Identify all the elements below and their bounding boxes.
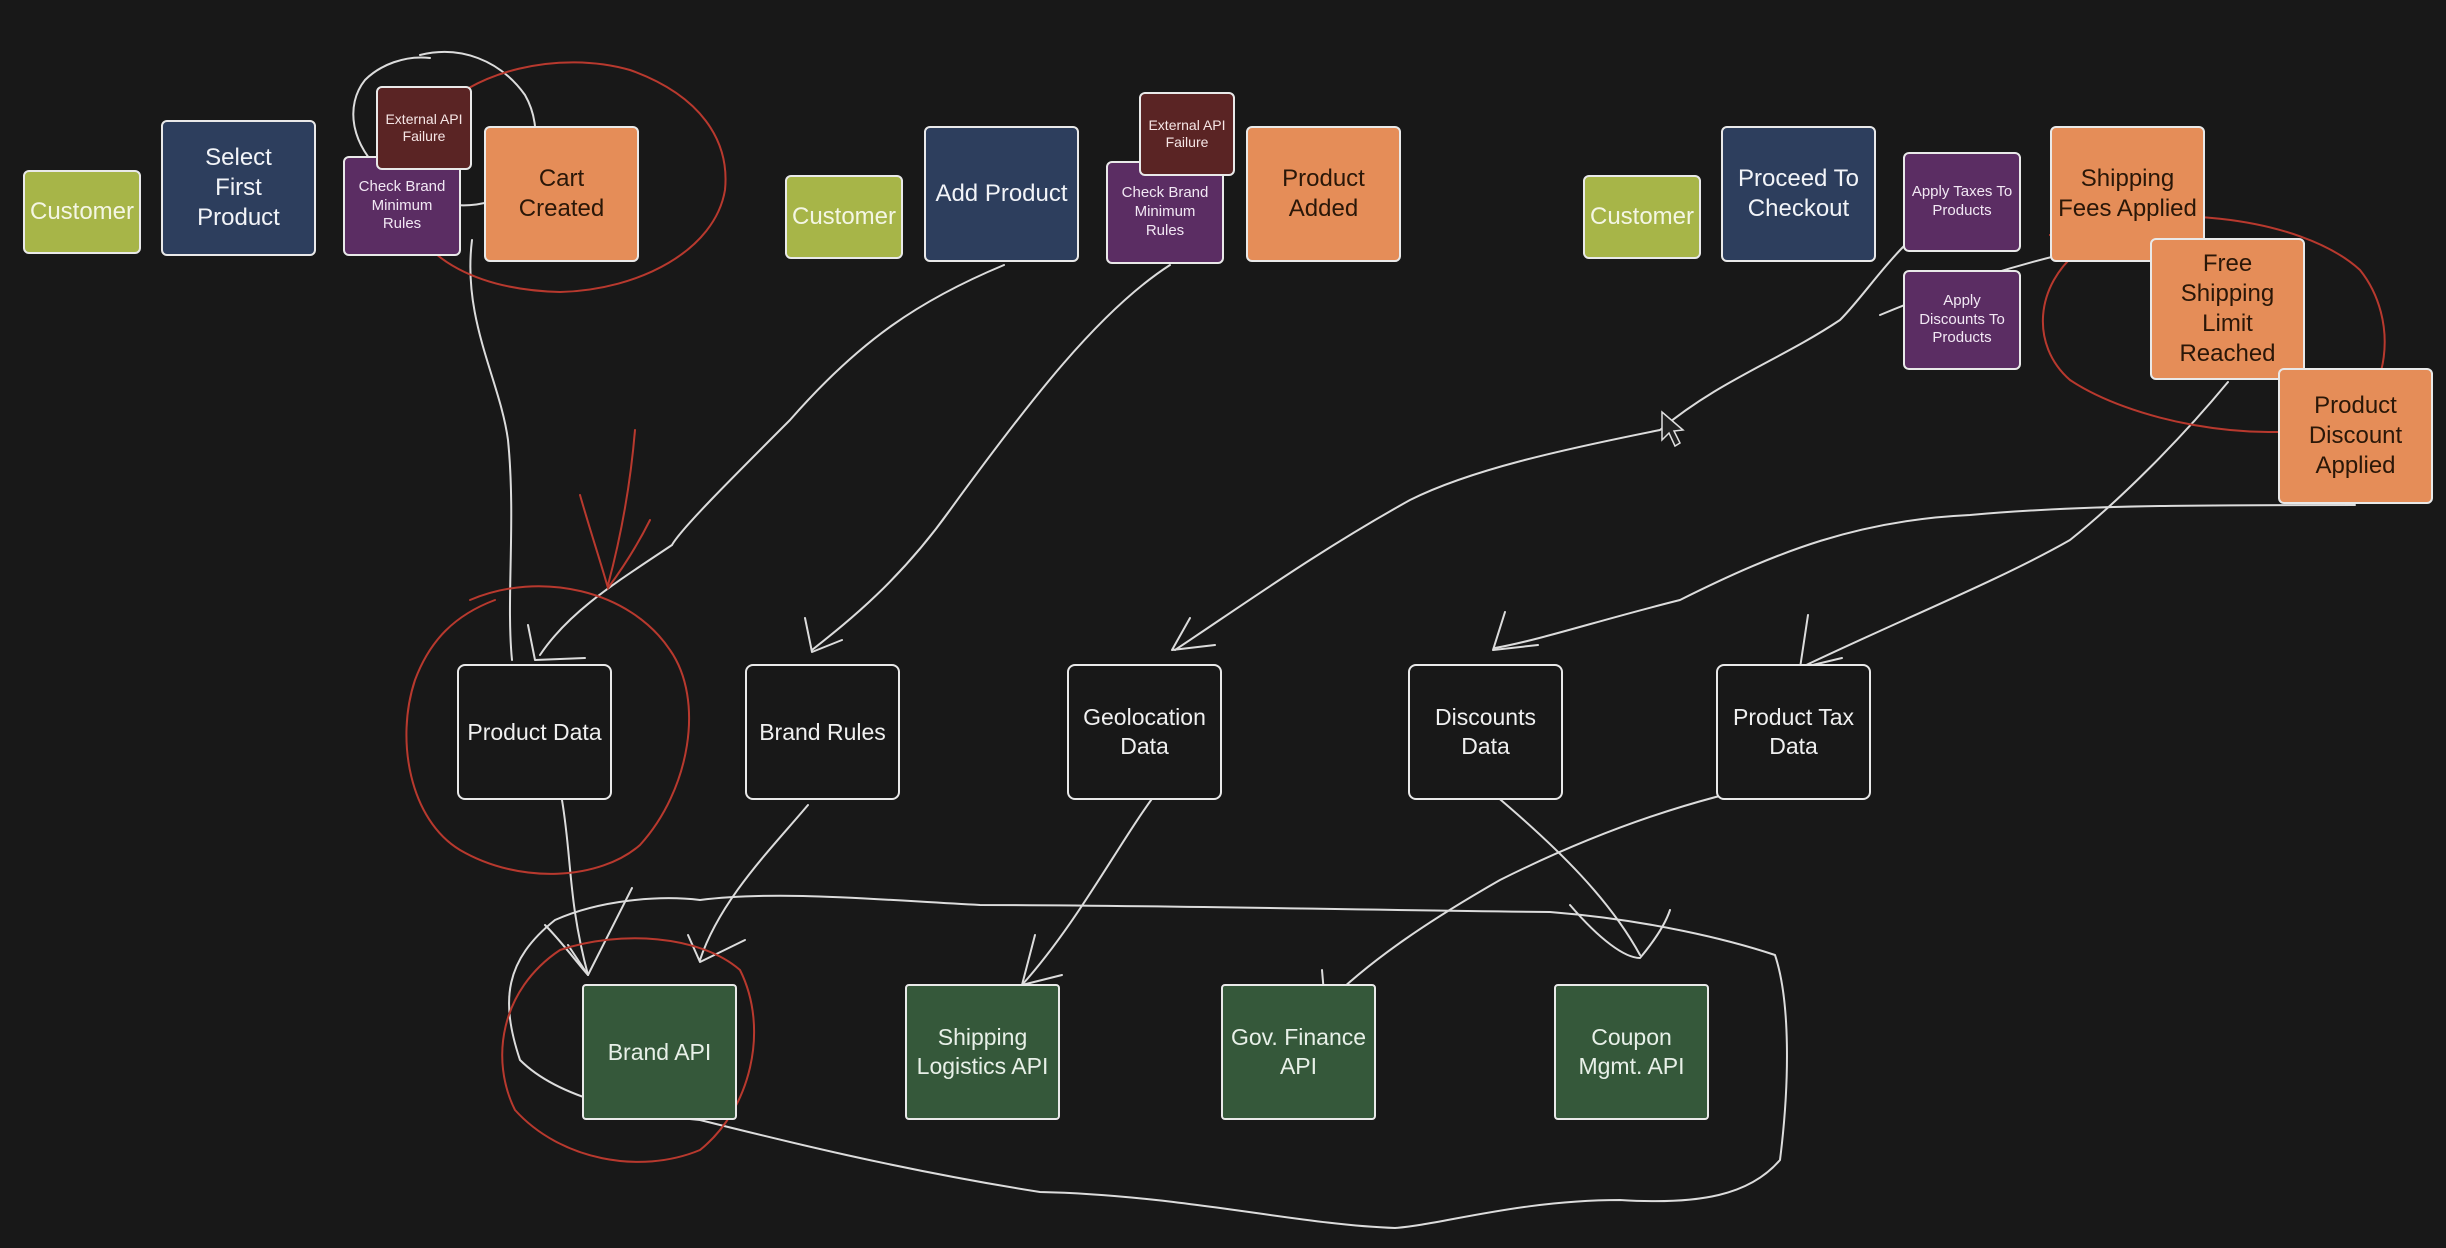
arrow-discounts-to-coupon bbox=[1494, 794, 1641, 956]
policy-apply-taxes[interactable]: Apply Taxes To Products bbox=[1903, 152, 2021, 252]
arrowhead-product-data bbox=[527, 624, 586, 661]
actor-customer-2[interactable]: Customer bbox=[785, 175, 903, 259]
scribble-failure bbox=[352, 51, 537, 207]
arrow-tax-to-gov-finance bbox=[1324, 779, 1793, 1006]
read-model-product-data[interactable]: Product Data bbox=[457, 664, 612, 800]
failure-external-api-2[interactable]: External API Failure bbox=[1139, 92, 1235, 176]
arrowhead-brand-api-c bbox=[687, 934, 746, 963]
external-shipping-logistics-api[interactable]: Shipping Logistics API bbox=[905, 984, 1060, 1120]
actor-customer-1[interactable]: Customer bbox=[23, 170, 141, 254]
arrowhead-geolocation bbox=[1171, 617, 1216, 651]
failure-external-api-1[interactable]: External API Failure bbox=[376, 86, 472, 170]
command-proceed-to-checkout[interactable]: Proceed To Checkout bbox=[1721, 126, 1876, 262]
read-model-geolocation-data[interactable]: Geolocation Data bbox=[1067, 664, 1222, 800]
arrowhead-discounts-data bbox=[1492, 611, 1539, 651]
event-cart-created[interactable]: Cart Created bbox=[484, 126, 639, 262]
arrow-geolocation-to-shipping-api bbox=[1021, 787, 1161, 986]
arrow-policy-to-brand-rules bbox=[811, 264, 1171, 651]
red-circle-product-data bbox=[405, 585, 691, 875]
arrow-free-shipping-to-tax bbox=[1799, 381, 2229, 669]
policy-check-brand-minimum-rules-1[interactable]: Check Brand Minimum Rules bbox=[343, 156, 461, 256]
mouse-pointer-icon bbox=[1661, 410, 1685, 448]
policy-apply-discounts[interactable]: Apply Discounts To Products bbox=[1903, 270, 2021, 370]
arrowhead-brand-rules bbox=[804, 617, 843, 653]
read-model-product-tax-data[interactable]: Product Tax Data bbox=[1716, 664, 1871, 800]
arrow-product-data-to-brand-api bbox=[561, 799, 589, 976]
red-circle-brand-api bbox=[501, 937, 756, 1163]
external-coupon-mgmt-api[interactable]: Coupon Mgmt. API bbox=[1554, 984, 1709, 1120]
event-shipping-fees-applied[interactable]: Shipping Fees Applied bbox=[2050, 126, 2205, 262]
event-product-discount-applied[interactable]: Product Discount Applied bbox=[2278, 368, 2433, 504]
arrow-checkout-to-geolocation bbox=[1174, 244, 1906, 651]
command-select-first-product[interactable]: Select First Product bbox=[161, 120, 316, 256]
event-product-added[interactable]: Product Added bbox=[1246, 126, 1401, 262]
arrow-cart-to-product-data bbox=[469, 239, 513, 661]
event-free-shipping-limit-reached[interactable]: Free Shipping Limit Reached bbox=[2150, 238, 2305, 380]
policy-check-brand-minimum-rules-2[interactable]: Check Brand Minimum Rules bbox=[1106, 161, 1224, 264]
read-model-brand-rules[interactable]: Brand Rules bbox=[745, 664, 900, 800]
read-model-discounts-data[interactable]: Discounts Data bbox=[1408, 664, 1563, 800]
arrow-add-product-to-product-data bbox=[539, 264, 1005, 656]
external-systems-boundary bbox=[508, 894, 1788, 1229]
external-gov-finance-api[interactable]: Gov. Finance API bbox=[1221, 984, 1376, 1120]
arrowhead-brand-api-b bbox=[544, 924, 589, 976]
arrowhead-tax-data bbox=[1799, 614, 1843, 669]
arrow-discount-to-discounts-data bbox=[1494, 504, 2356, 649]
actor-customer-3[interactable]: Customer bbox=[1583, 175, 1701, 259]
arrowhead-coupon bbox=[1569, 904, 1671, 959]
red-arrowhead-product-data bbox=[579, 494, 651, 591]
external-brand-api[interactable]: Brand API bbox=[582, 984, 737, 1120]
red-arrow-to-product-data bbox=[607, 429, 636, 586]
command-add-product[interactable]: Add Product bbox=[924, 126, 1079, 262]
arrow-brand-rules-to-brand-api bbox=[699, 804, 809, 961]
